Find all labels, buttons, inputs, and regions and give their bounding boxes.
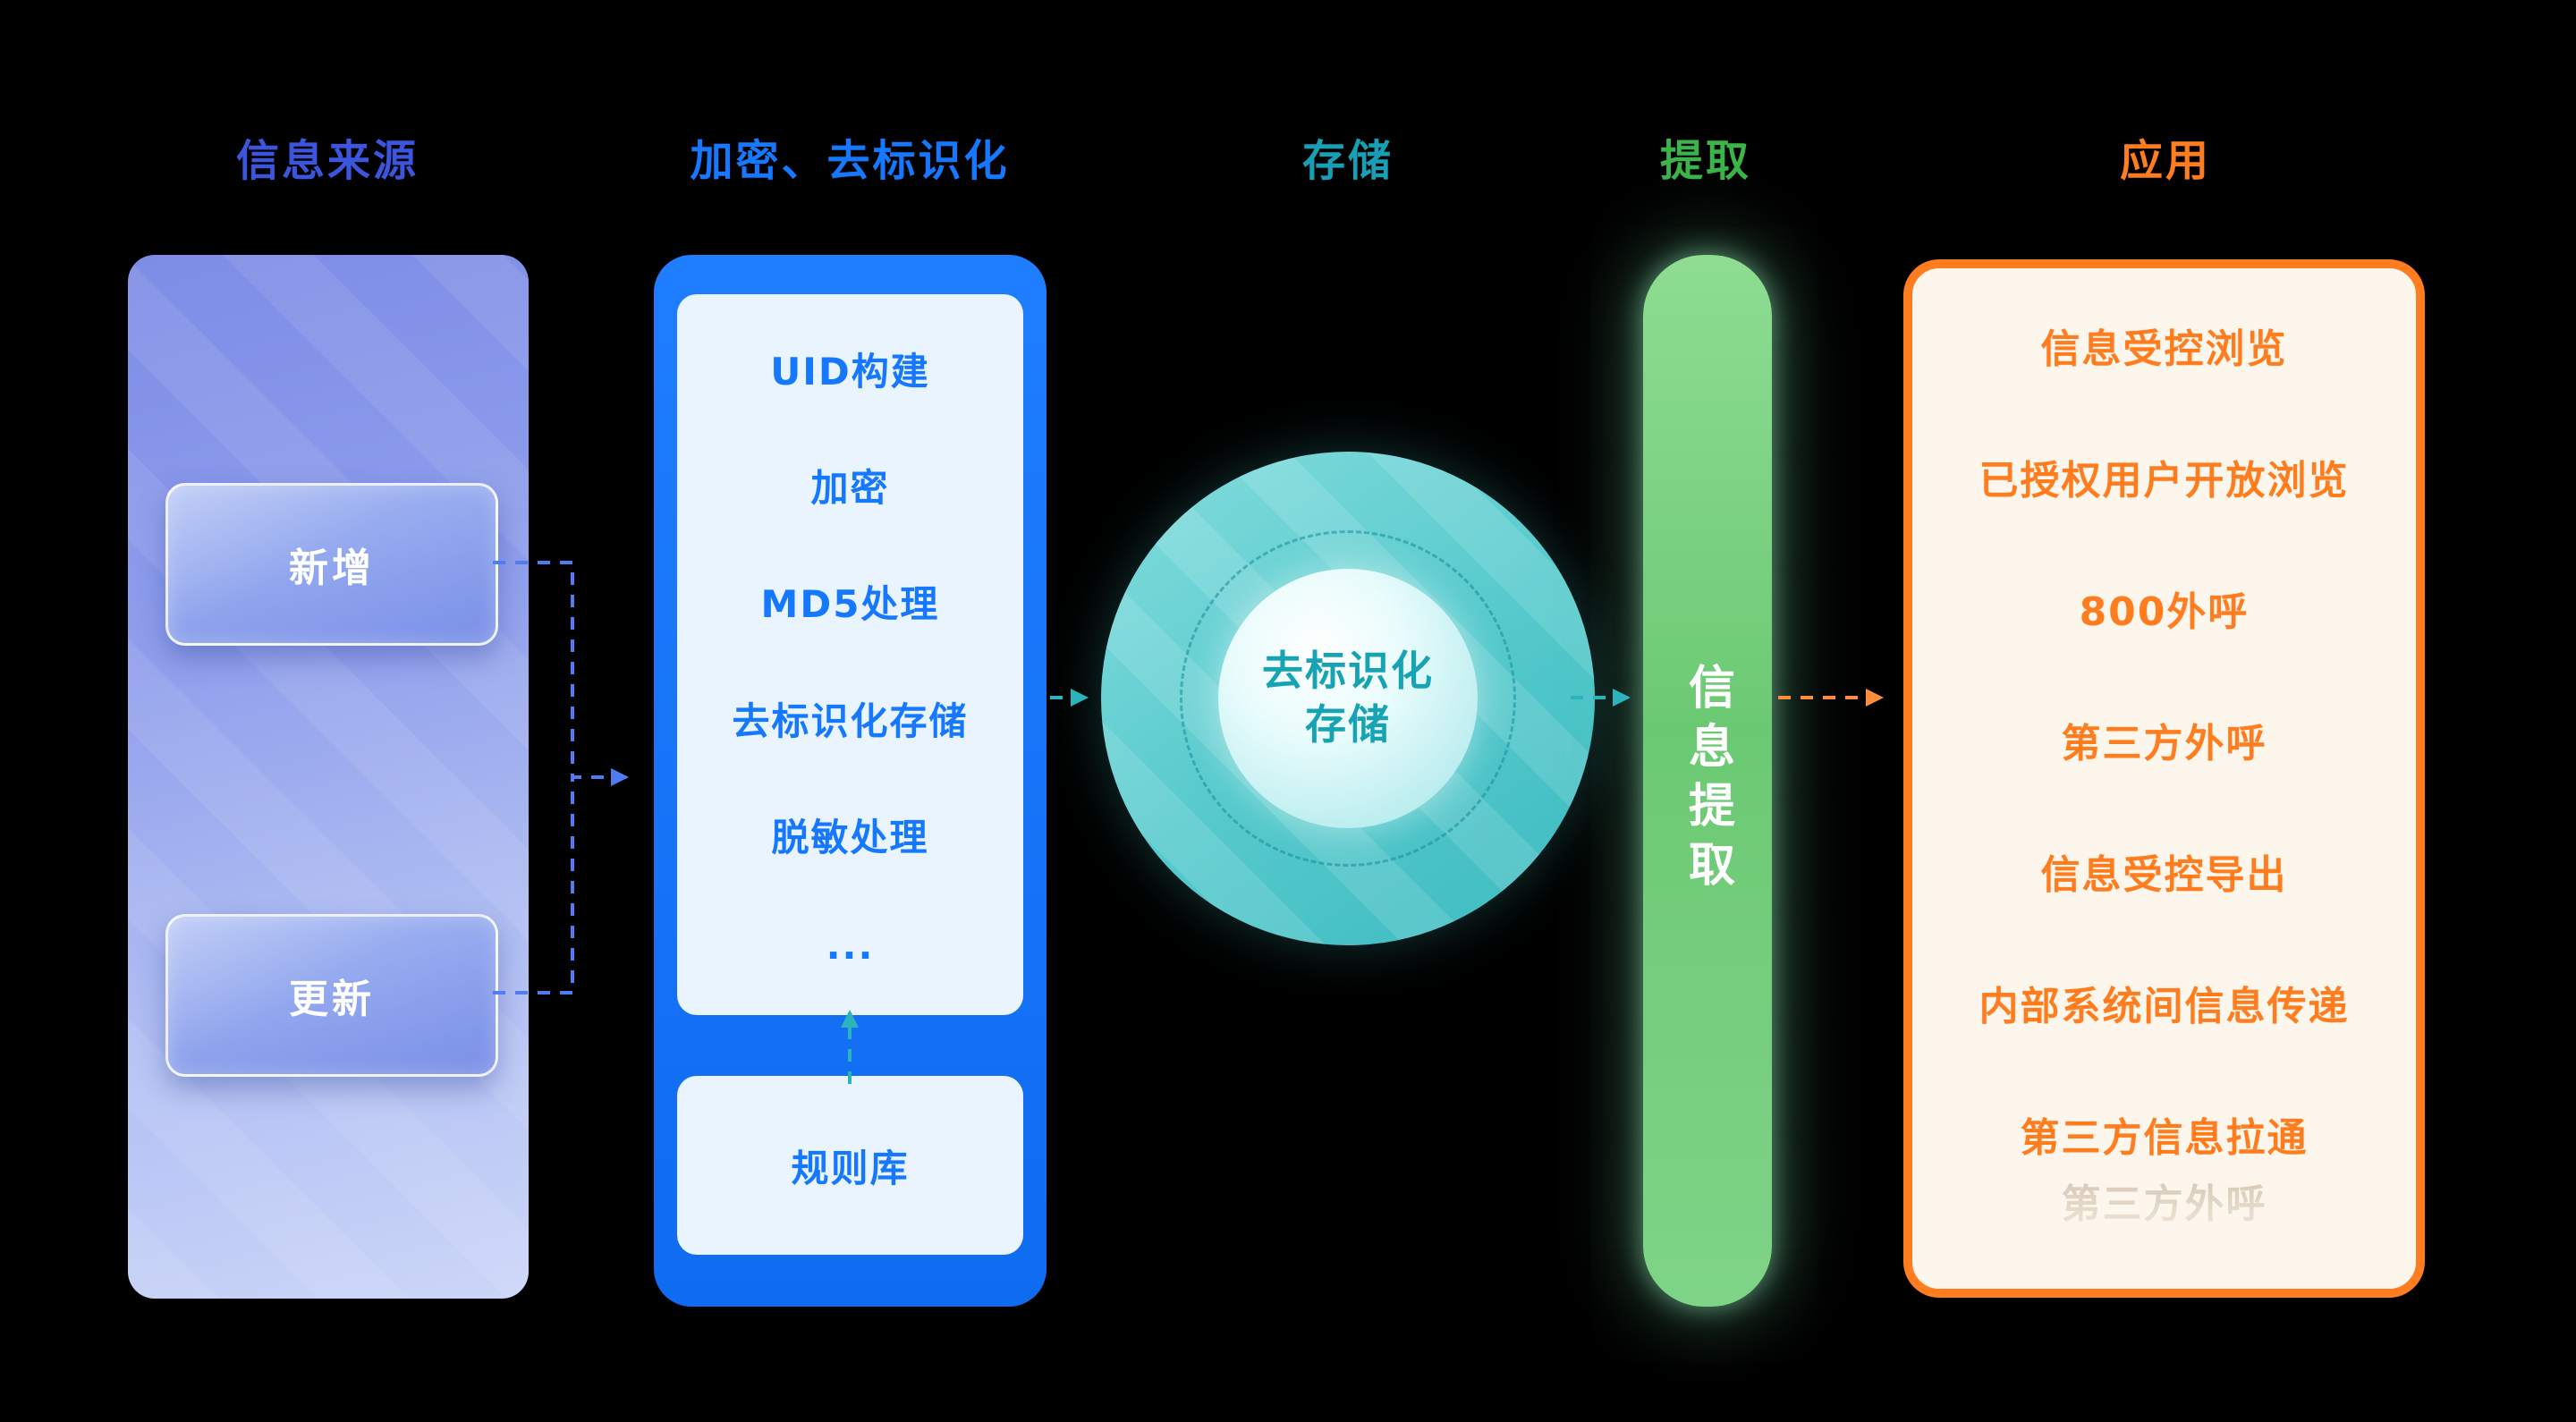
encrypt-step-encrypt: 加密: [810, 465, 890, 510]
column-header-storage: 存储: [1301, 136, 1394, 186]
encrypt-step-deid-storage: 去标识化存储: [732, 698, 969, 743]
rule-library-label: 规则库: [791, 1146, 910, 1190]
source-item-update-label: 更新: [289, 977, 375, 1022]
encrypt-step-ellipsis: ...: [826, 924, 875, 969]
encrypt-step-uid: UID构建: [770, 349, 930, 394]
storage-circle-dashed-ring: [1180, 530, 1516, 867]
application-item: 信息受控浏览: [2040, 326, 2288, 372]
application-panel: 信息受控浏览 已授权用户开放浏览 800外呼 第三方外呼 信息受控导出 内部系统…: [1903, 259, 2425, 1298]
application-bottom-fade: [1912, 1164, 2416, 1289]
source-item-update: 更新: [165, 914, 498, 1077]
storage-circle: 去标识化 存储: [1101, 452, 1595, 945]
application-item: 第三方信息拉通: [2020, 1115, 2309, 1161]
application-item: 800外呼: [2079, 589, 2250, 635]
column-header-extract: 提取: [1659, 136, 1752, 186]
column-header-application: 应用: [2119, 136, 2212, 186]
application-item: 内部系统间信息传递: [1979, 984, 2350, 1029]
source-item-new-label: 新增: [289, 546, 375, 591]
encrypt-step-desensitize: 脱敏处理: [771, 815, 929, 859]
application-item: 第三方外呼: [2061, 721, 2267, 766]
application-item: 已授权用户开放浏览: [1979, 458, 2350, 504]
column-header-source: 信息来源: [235, 136, 419, 186]
encrypt-steps-box: UID构建 加密 MD5处理 去标识化存储 脱敏处理 ...: [677, 294, 1023, 1015]
storage-core-label-line2: 存储: [1305, 700, 1391, 749]
rule-library-box: 规则库: [677, 1076, 1023, 1255]
application-item: 信息受控导出: [2040, 852, 2288, 898]
column-header-encrypt: 加密、去标识化: [690, 136, 1010, 186]
encrypt-panel: UID构建 加密 MD5处理 去标识化存储 脱敏处理 ... 规则库: [654, 255, 1046, 1307]
extract-bar: 信息提取: [1643, 255, 1772, 1307]
storage-circle-core: 去标识化 存储: [1218, 569, 1478, 828]
source-item-new: 新增: [165, 483, 498, 646]
extract-bar-label: 信息提取: [1680, 663, 1734, 899]
storage-core-label-line1: 去标识化: [1262, 647, 1434, 696]
source-panel: 新增 更新: [128, 255, 529, 1299]
encrypt-step-md5: MD5处理: [760, 582, 940, 627]
